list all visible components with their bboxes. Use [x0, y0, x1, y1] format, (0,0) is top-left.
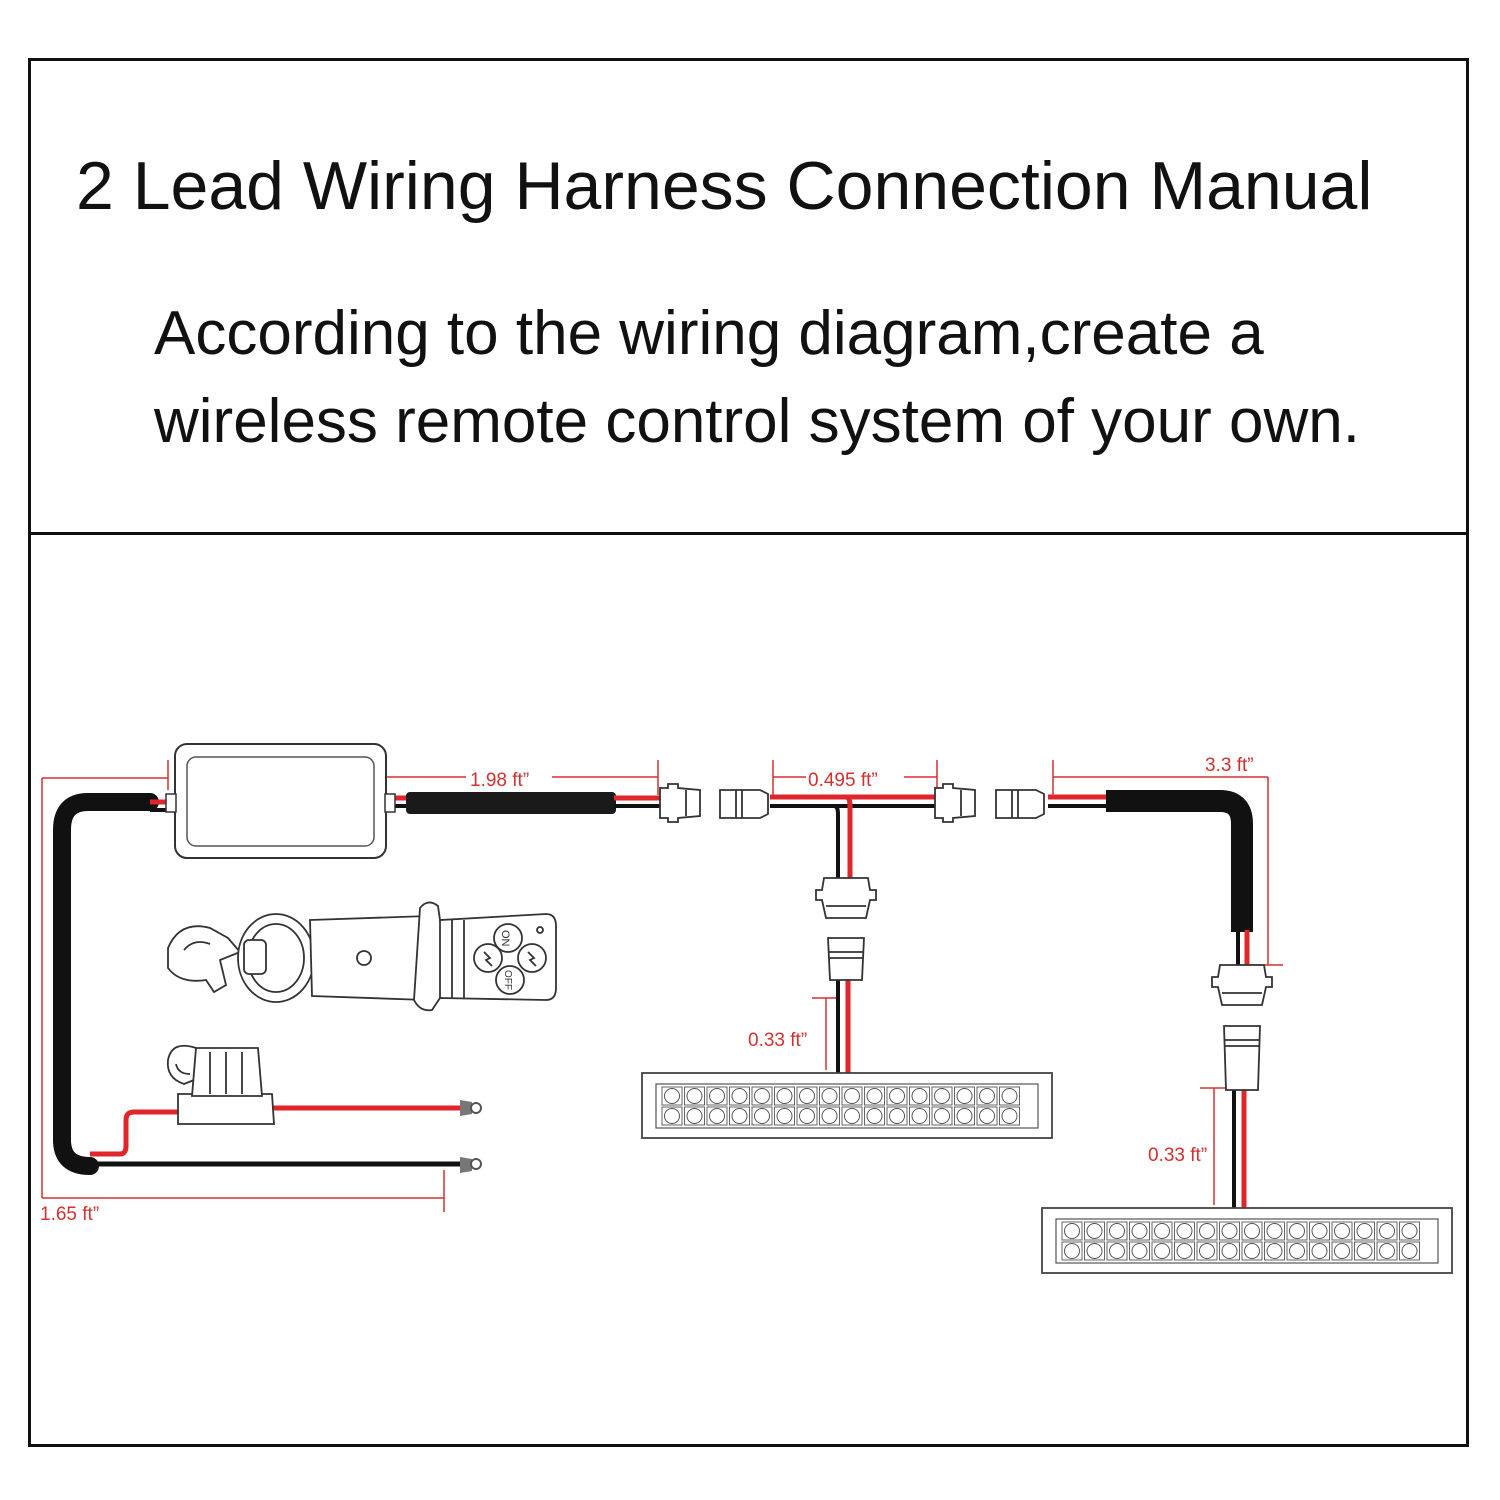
connector-icon: [934, 783, 1045, 823]
led-lens: [844, 1088, 860, 1104]
led-lens: [686, 1088, 703, 1104]
led-lens: [1244, 1243, 1260, 1259]
led-lens: [1176, 1223, 1193, 1239]
led-lens: [1334, 1223, 1350, 1239]
led-lens: [754, 1088, 770, 1104]
controller-box-icon: [165, 743, 396, 859]
positive-lead-a: [90, 1109, 186, 1157]
led-lens: [1221, 1223, 1238, 1239]
led-lens: [1356, 1223, 1373, 1239]
led-lens: [754, 1108, 770, 1124]
led-lens: [731, 1088, 748, 1104]
led-lens: [1311, 1243, 1328, 1259]
led-lens: [1109, 1223, 1125, 1239]
remote-fob-icon: [167, 901, 557, 1012]
dim-label-long-lead: 3.3 ft”: [1205, 755, 1254, 776]
led-lens: [1199, 1223, 1215, 1239]
page-subtitle: According to the wiring diagram,create a…: [154, 290, 1434, 466]
led-lens: [1154, 1223, 1170, 1239]
led-lens: [1311, 1223, 1328, 1239]
led-lens: [866, 1108, 883, 1124]
led-lens: [956, 1108, 973, 1124]
led-lens: [1176, 1243, 1193, 1259]
sheath-2: [1106, 790, 1253, 932]
page-title: 2 Lead Wiring Harness Connection Manual: [76, 148, 1373, 224]
led-lens: [1401, 1243, 1418, 1259]
dim-label-second-light-lead: 0.33 ft”: [1148, 1145, 1207, 1166]
led-lens: [911, 1108, 928, 1124]
led-lens: [709, 1108, 725, 1124]
led-lens: [1064, 1243, 1080, 1259]
led-lens: [1131, 1243, 1148, 1259]
led-lens: [866, 1088, 883, 1104]
led-lens: [1379, 1243, 1395, 1259]
led-lens: [1244, 1223, 1260, 1239]
led-lens: [1379, 1223, 1395, 1239]
led-lens: [1289, 1243, 1305, 1259]
led-lens: [1334, 1243, 1350, 1259]
outer-frame: [28, 58, 1469, 1447]
led-lens: [664, 1108, 680, 1124]
subtitle-line-1: According to the wiring diagram,create a: [154, 299, 1264, 368]
led-light-bar-icon: [641, 1072, 1053, 1139]
led-lens: [1356, 1243, 1373, 1259]
dimension-lines: [41, 760, 1283, 1212]
sheath-1: [406, 792, 616, 814]
led-lens: [1401, 1223, 1418, 1239]
led-lens: [821, 1088, 838, 1104]
led-lens: [1266, 1243, 1283, 1259]
connector-icon: [1211, 964, 1273, 1091]
remote-off-label: OFF: [502, 970, 513, 990]
dim-label-controller-lead: 1.98 ft”: [470, 770, 529, 791]
dim-label-first-light-lead: 0.33 ft”: [748, 1030, 807, 1051]
led-lens: [1266, 1223, 1283, 1239]
led-lens: [1109, 1243, 1125, 1259]
connector-icon: [815, 877, 877, 981]
led-lens: [1199, 1243, 1215, 1259]
subtitle-line-2: wireless remote control system of your o…: [154, 387, 1360, 456]
led-light-bar-icon: [1041, 1207, 1453, 1274]
led-lens: [799, 1108, 815, 1124]
led-lens: [844, 1108, 860, 1124]
led-lens: [731, 1108, 748, 1124]
led-lens: [889, 1108, 905, 1124]
remote-on-label: ON: [499, 930, 511, 947]
led-lens: [979, 1108, 995, 1124]
led-lens: [709, 1088, 725, 1104]
led-lens: [1001, 1108, 1018, 1124]
led-lens: [889, 1088, 905, 1104]
led-lens: [1154, 1243, 1170, 1259]
led-lens: [821, 1108, 838, 1124]
ring-terminal-icon: [460, 1100, 482, 1173]
led-lens: [1001, 1088, 1018, 1104]
section-divider: [28, 532, 1469, 535]
led-lens: [1289, 1223, 1305, 1239]
led-lens: [934, 1088, 950, 1104]
dim-label-power-lead: 1.65 ft”: [40, 1204, 99, 1225]
led-lens: [979, 1088, 995, 1104]
led-lens: [776, 1088, 793, 1104]
led-lens: [1086, 1243, 1103, 1259]
led-lens: [799, 1088, 815, 1104]
led-lens: [934, 1108, 950, 1124]
led-lens: [776, 1108, 793, 1124]
led-lens: [686, 1108, 703, 1124]
led-lens: [1064, 1223, 1080, 1239]
fuse-holder-icon: [166, 1044, 275, 1125]
connector-icon: [659, 783, 769, 823]
led-lens: [1131, 1223, 1148, 1239]
led-lens: [956, 1088, 973, 1104]
led-lens: [1086, 1223, 1103, 1239]
led-lens: [664, 1088, 680, 1104]
led-lens: [1221, 1243, 1238, 1259]
led-lens: [911, 1088, 928, 1104]
dim-label-splitter: 0.495 ft”: [808, 770, 878, 791]
